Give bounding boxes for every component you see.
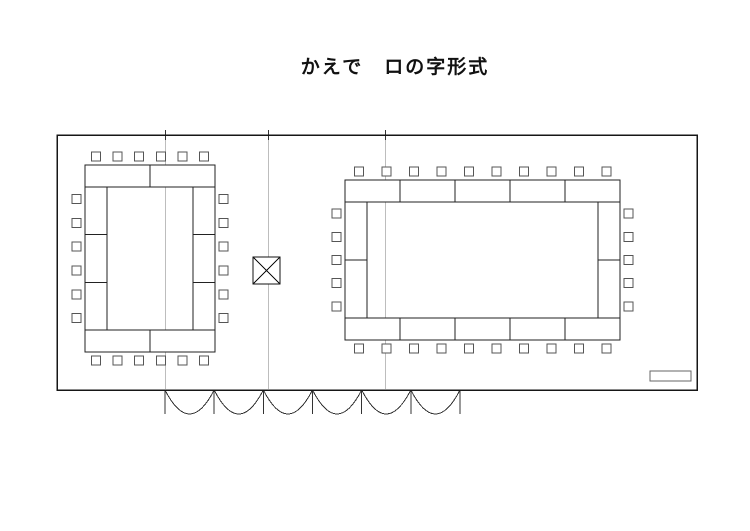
- chair: [112, 355, 123, 366]
- chair: [353, 343, 364, 354]
- chair: [134, 355, 145, 366]
- chair: [155, 151, 166, 162]
- chair: [623, 231, 634, 242]
- chair: [71, 241, 82, 252]
- chair: [218, 193, 229, 204]
- chair: [155, 355, 166, 366]
- chair: [134, 151, 145, 162]
- chair: [623, 301, 634, 312]
- page-title: かえで ロの字形式: [300, 57, 490, 78]
- chair: [199, 151, 210, 162]
- chair: [463, 166, 474, 177]
- chair: [491, 166, 502, 177]
- pillar: [252, 256, 281, 285]
- table: [84, 329, 151, 353]
- table: [192, 281, 216, 331]
- right-ring: [331, 166, 634, 354]
- chair: [331, 301, 342, 312]
- chair: [408, 343, 419, 354]
- chair: [218, 265, 229, 276]
- chair: [518, 166, 529, 177]
- table: [84, 164, 151, 188]
- door-arc: [410, 389, 461, 415]
- doors: [164, 389, 461, 415]
- pillar-x-icon: [252, 256, 281, 285]
- chair: [331, 231, 342, 242]
- table: [84, 186, 108, 236]
- chair: [381, 343, 392, 354]
- table: [454, 317, 511, 341]
- chair: [408, 166, 419, 177]
- left-ring: [71, 151, 229, 366]
- room-outline: [56, 134, 698, 391]
- table: [149, 164, 216, 188]
- door-arc: [164, 389, 215, 415]
- table: [84, 234, 108, 283]
- chair: [518, 343, 529, 354]
- chair: [436, 166, 447, 177]
- chair: [177, 355, 188, 366]
- chair: [331, 255, 342, 265]
- table: [399, 179, 456, 203]
- table: [149, 329, 216, 353]
- chair: [218, 289, 229, 300]
- chair: [71, 217, 82, 228]
- chair: [71, 313, 82, 324]
- table: [344, 201, 368, 261]
- chair: [463, 343, 474, 354]
- door-arc: [262, 389, 313, 415]
- chair: [381, 166, 392, 177]
- chair: [491, 343, 502, 354]
- chair: [199, 355, 210, 366]
- table: [564, 179, 621, 203]
- table: [597, 259, 621, 319]
- chair: [546, 343, 557, 354]
- chair: [353, 166, 364, 177]
- chair: [623, 255, 634, 265]
- counter: [649, 370, 692, 382]
- chair: [623, 278, 634, 289]
- table: [192, 234, 216, 283]
- door-arc: [312, 389, 363, 415]
- chair: [218, 241, 229, 252]
- table: [344, 179, 401, 203]
- table: [399, 317, 456, 341]
- chair: [71, 265, 82, 276]
- door-arc: [361, 389, 412, 415]
- door-arc: [213, 389, 264, 415]
- chair: [90, 151, 101, 162]
- table: [344, 317, 401, 341]
- table: [344, 259, 368, 319]
- chair: [177, 151, 188, 162]
- chair: [71, 289, 82, 300]
- chair: [331, 278, 342, 289]
- chair: [112, 151, 123, 162]
- table: [192, 186, 216, 236]
- table: [509, 317, 566, 341]
- chair: [90, 355, 101, 366]
- chair: [546, 166, 557, 177]
- table: [597, 201, 621, 261]
- chair: [601, 166, 612, 177]
- chair: [601, 343, 612, 354]
- table: [509, 179, 566, 203]
- chair: [331, 208, 342, 219]
- chair: [436, 343, 447, 354]
- chair: [71, 193, 82, 204]
- chair: [623, 208, 634, 219]
- chair: [573, 166, 584, 177]
- chair: [218, 313, 229, 324]
- chair: [573, 343, 584, 354]
- table: [564, 317, 621, 341]
- table: [84, 281, 108, 331]
- table: [454, 179, 511, 203]
- chair: [218, 217, 229, 228]
